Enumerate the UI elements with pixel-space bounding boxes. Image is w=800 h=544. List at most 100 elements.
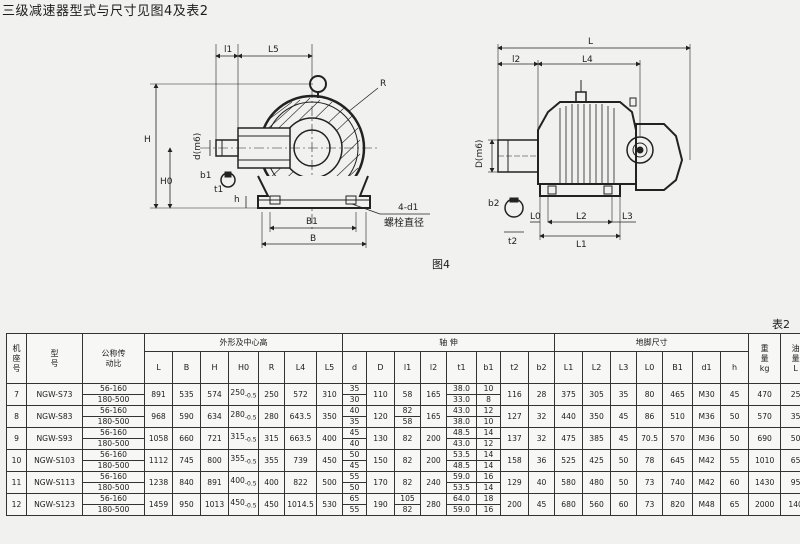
cell-d1: M48 (692, 493, 722, 516)
cell-t2: 129 (500, 471, 529, 494)
label-L3: L3 (622, 212, 633, 222)
cell-L2: 425 (582, 449, 612, 472)
cell-R: 280 (258, 405, 285, 428)
header-col-d1: d1 (692, 351, 722, 384)
cell-ratio-line: 180-500 (97, 417, 130, 426)
cell-seat: 9 (6, 427, 27, 450)
cell-t1-line: 43.0 (447, 407, 476, 417)
cell-b1-line: 16 (483, 505, 494, 514)
cell-L3: 50 (610, 471, 638, 494)
header-col-L: L (144, 351, 173, 384)
cell-R: 315 (258, 427, 285, 450)
cell-B: 840 (172, 471, 201, 494)
cell-L5: 450 (316, 449, 343, 472)
cell-weight: 470 (748, 383, 782, 406)
cell-t1-line: 33.0 (453, 395, 470, 404)
cell-l2: 280 (420, 493, 447, 516)
cell-R: 450 (258, 493, 285, 516)
cell-model: NGW-S123 (26, 493, 83, 516)
cell-L3: 60 (610, 493, 638, 516)
cell-L2: 480 (582, 471, 612, 494)
cell-oil: 25 (780, 383, 800, 406)
cell-weight: 2000 (748, 493, 782, 516)
label-L5: L5 (268, 45, 279, 55)
cell-B1: 465 (662, 383, 694, 406)
cell-L0: 73 (636, 471, 664, 494)
cell-d-line: 35 (349, 417, 360, 426)
cell-b1-line: 8 (486, 395, 491, 404)
cell-B: 660 (172, 427, 201, 450)
cell-L1: 580 (554, 471, 584, 494)
cell-d1: M36 (692, 427, 722, 450)
table-caption: 表2 (772, 318, 790, 331)
label-t2: t2 (508, 237, 517, 247)
cell-seat: 8 (6, 405, 27, 428)
header-col-B: B (172, 351, 201, 384)
cell-l1: 82 (394, 449, 421, 472)
header-col-D: D (366, 351, 395, 384)
cell-ratio-line: 180-500 (97, 505, 130, 514)
label-L1: L1 (576, 240, 587, 250)
cell-d-line: 65 (343, 495, 366, 505)
cell-b1-line: 14 (477, 429, 500, 439)
header-col-L1: L1 (554, 351, 584, 384)
cell-H0: 400-0.5 (228, 471, 259, 494)
header-col-H: H (200, 351, 229, 384)
label-bolt-text: 螺栓直径 (384, 216, 424, 229)
cell-d-line: 40 (343, 407, 366, 417)
cell-oil: 35 (780, 405, 800, 428)
label-Dm6: D(m6) (475, 140, 485, 168)
header-col-R: R (258, 351, 285, 384)
label-b1: b1 (200, 171, 211, 181)
cell-d1: M36 (692, 405, 722, 428)
cell-H0: 250-0.5 (228, 383, 259, 406)
cell-b1-line: 10 (483, 417, 494, 426)
cell-D: 120 (366, 405, 395, 428)
cell-l1-line: 82 (402, 505, 413, 514)
cell-ratio-line: 56-160 (83, 451, 144, 461)
cell-l1: 58 (394, 383, 421, 406)
cell-b1-line: 12 (483, 439, 494, 448)
header-model: 型号 (26, 333, 83, 384)
cell-d1: M30 (692, 383, 722, 406)
cell-t1-line: 48.5 (447, 429, 476, 439)
label-t1: t1 (214, 185, 223, 195)
cell-model: NGW-S113 (26, 471, 83, 494)
header-col-L5: L5 (316, 351, 343, 384)
cell-l1-line: 82 (395, 407, 420, 417)
reducer-drawing: l1 L5 R H H0 d(m6) b1 t1 h B1 B 4-d1 螺栓直… (144, 37, 691, 250)
cell-model: NGW-S103 (26, 449, 83, 472)
header-ratio: 公称传动比 (82, 333, 145, 384)
cell-R: 250 (258, 383, 285, 406)
cell-t1-line: 38.0 (453, 417, 470, 426)
cell-L4: 572 (284, 383, 317, 406)
cell-b2: 45 (527, 493, 556, 516)
cell-model: NGW-S83 (26, 405, 83, 428)
cell-L2: 350 (582, 405, 612, 428)
cell-ratio-line: 180-500 (97, 439, 130, 448)
header-col-L0: L0 (636, 351, 664, 384)
cell-t1-line: 53.5 (447, 451, 476, 461)
cell-L0: 86 (636, 405, 664, 428)
cell-b2: 40 (527, 471, 556, 494)
cell-D: 150 (366, 449, 395, 472)
cell-l1: 82 (394, 471, 421, 494)
cell-ratio-line: 56-160 (83, 473, 144, 483)
cell-b2: 32 (527, 405, 556, 428)
cell-ratio-line: 56-160 (83, 495, 144, 505)
cell-H0: 315-0.5 (228, 427, 259, 450)
cell-b1-line: 14 (483, 461, 494, 470)
